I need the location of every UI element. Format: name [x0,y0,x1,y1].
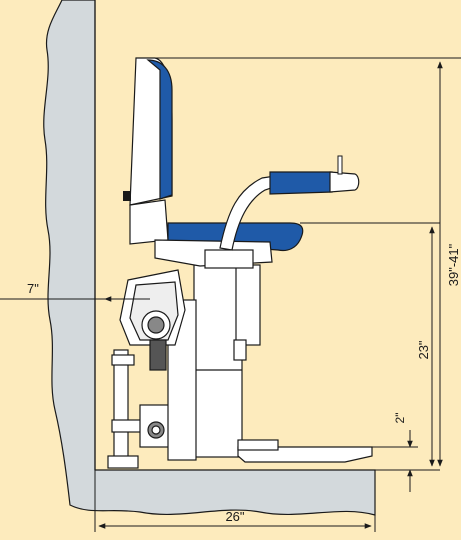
control-handle [329,171,360,193]
dim-footrest-clearance: 2" [393,413,413,492]
footrest [237,446,373,463]
drive-pinion [141,310,171,371]
dim-depth: 26" [94,470,376,532]
dim-label-footrest-clearance: 2" [393,413,407,424]
dim-label-depth: 26" [225,509,244,524]
joystick-icon [337,155,343,175]
lift-carriage [119,264,261,461]
backrest-knob [123,191,131,201]
dim-wall-offset: 7" [0,281,150,302]
dim-seat-height: 23" [416,226,435,467]
footrest-base [237,439,279,451]
dim-label-seat-height: 23" [416,340,431,359]
rail-post [107,349,171,469]
swivel-block [204,249,254,269]
dim-label-seat-height-range: 39"-41" [446,243,461,286]
armrest-pad [269,171,333,195]
dim-label-wall-offset: 7" [27,281,39,296]
backrest-support [129,199,169,245]
dim-seat-height-range: 39"-41" [437,61,461,467]
wall-and-floor [43,0,376,516]
backrest-cushion [146,59,173,200]
